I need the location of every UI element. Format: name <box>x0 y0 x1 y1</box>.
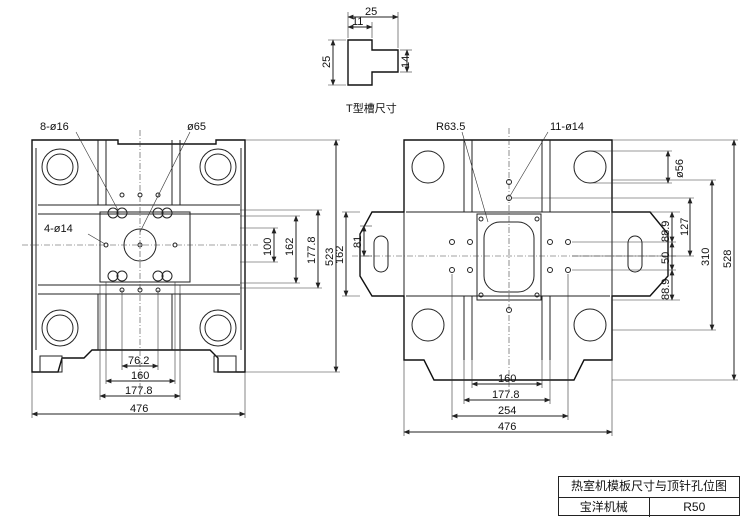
machine-model: R50 <box>648 498 740 517</box>
dim-right-81: 81 <box>352 236 364 248</box>
dim-t-slot-depth: 14 <box>400 56 412 68</box>
dim-right-50: 50 <box>660 252 672 264</box>
label-center-hole-65: ø65 <box>187 121 206 133</box>
dim-left-76-2: 76.2 <box>128 355 149 367</box>
dim-right-310: 310 <box>700 248 712 266</box>
label-8-holes-16: 8-ø16 <box>40 121 69 133</box>
dim-t-slot-width: 11 <box>352 16 363 28</box>
label-r63-5: R63.5 <box>436 121 465 133</box>
dim-left-177-8: 177.8 <box>306 236 318 264</box>
t-slot-detail: 25 11 25 14 T型槽尺寸 <box>321 6 412 115</box>
dim-t-height: 25 <box>321 56 333 68</box>
dim-right-h160: 160 <box>498 373 516 385</box>
dim-right-h254: 254 <box>498 405 516 417</box>
dim-right-88-9a: 88.9 <box>660 221 672 242</box>
title-block: 热室机模板尺寸与顶针孔位图 宝洋机械 R50 <box>558 476 740 517</box>
label-4-holes-14: 4-ø14 <box>44 223 73 235</box>
drawing-title: 热室机模板尺寸与顶针孔位图 <box>559 477 739 498</box>
dim-right-127: 127 <box>679 218 691 236</box>
dim-right-h177-8: 177.8 <box>492 389 520 401</box>
label-11-holes-14: 11-ø14 <box>550 121 584 133</box>
dim-left-h177-8: 177.8 <box>125 385 153 397</box>
company-name: 宝洋机械 <box>579 500 628 514</box>
dim-t-top-width: 25 <box>365 6 377 18</box>
dim-left-162: 162 <box>284 238 296 256</box>
dim-left-523: 523 <box>324 248 336 266</box>
dim-right-162: 162 <box>334 246 346 264</box>
dim-right-88-9b: 88.9 <box>660 279 672 300</box>
dim-right-d56: ø56 <box>674 159 686 178</box>
dim-left-100: 100 <box>262 238 274 256</box>
left-plate-view: 8-ø16 ø65 4-ø14 100 162 177.8 523 76.2 1… <box>22 121 340 418</box>
dim-right-528: 528 <box>722 250 734 268</box>
dim-left-h160: 160 <box>131 370 149 382</box>
dim-right-h476: 476 <box>498 421 516 433</box>
right-plate-view: R63.5 11-ø14 162 81 ø56 127 88.9 50 88.9… <box>334 121 738 436</box>
t-slot-caption: T型槽尺寸 <box>346 101 397 115</box>
dim-left-h476: 476 <box>130 403 148 415</box>
